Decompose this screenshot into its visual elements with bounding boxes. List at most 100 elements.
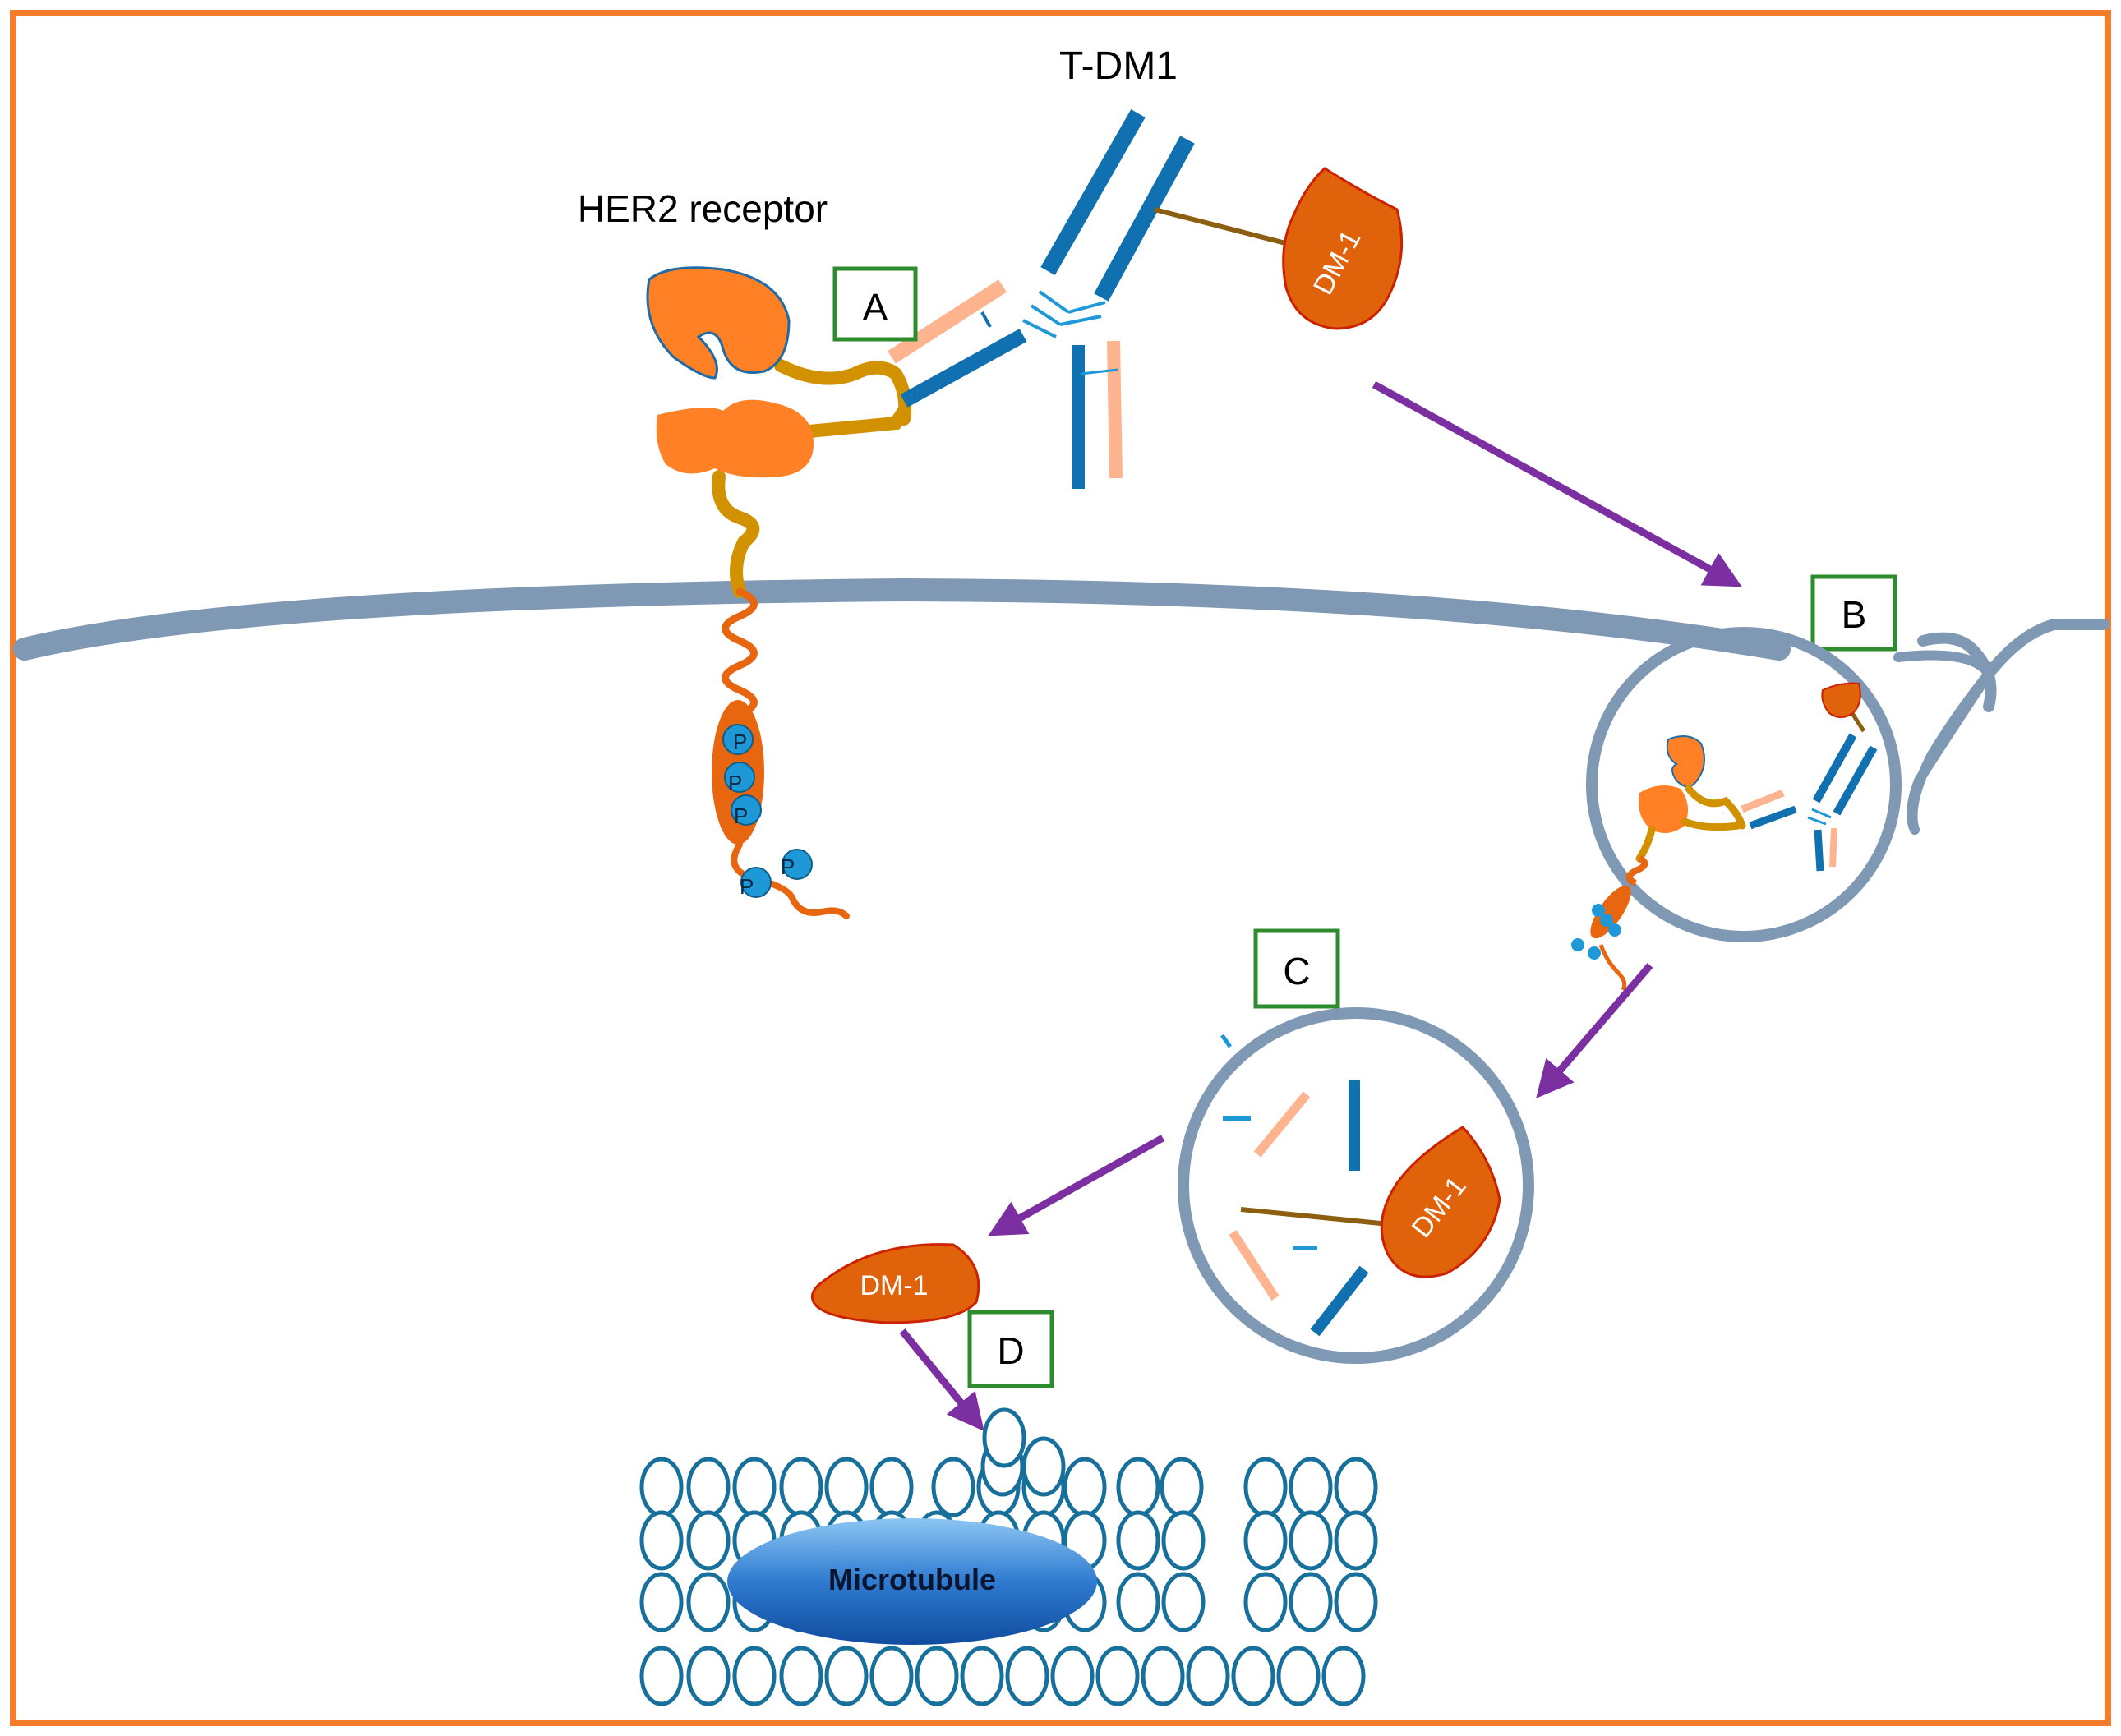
tubulin-dimer xyxy=(686,1457,731,1517)
tubulin-dimer xyxy=(1021,1436,1066,1497)
svg-text:P: P xyxy=(781,854,795,879)
tubulin-dimer xyxy=(1243,1510,1288,1571)
arrow-lysosome-to-release xyxy=(988,1135,1165,1236)
svg-text:C: C xyxy=(1283,950,1310,992)
receptor-domain xyxy=(646,266,791,380)
receptor-domain xyxy=(656,399,814,478)
antibody-light-chain xyxy=(1829,827,1837,868)
drug-linker xyxy=(1154,207,1293,247)
antibody-light-chain xyxy=(1741,789,1785,813)
tubulin-dimer xyxy=(1095,1646,1140,1706)
microtubule: Microtubule xyxy=(727,1518,1097,1645)
figure-frame xyxy=(10,10,2111,1726)
drug-linker xyxy=(1240,1207,1390,1227)
tubulin-dimer xyxy=(1161,1510,1206,1571)
dm1-payload xyxy=(1821,682,1861,718)
svg-text:D: D xyxy=(997,1329,1024,1372)
tubulin-dimer xyxy=(1231,1646,1275,1706)
phosphate-group: P xyxy=(722,724,754,755)
tubulin-dimer xyxy=(1289,1572,1333,1632)
tubulin-dimer xyxy=(1289,1457,1333,1517)
cell-membrane xyxy=(13,578,2109,835)
antibody-light-chain xyxy=(888,279,1007,364)
receptor-tail xyxy=(1598,944,1627,992)
tubulin-dimer xyxy=(1243,1457,1288,1517)
receptor-linker xyxy=(712,470,760,598)
tubulin-dimer xyxy=(1063,1457,1107,1517)
tubulin-dimer xyxy=(1116,1572,1160,1632)
arrow-endocytosis-to-lysosome xyxy=(1536,963,1653,1098)
tubulin-dimer xyxy=(915,1646,959,1706)
antibody-heavy-chain xyxy=(1814,829,1824,872)
t-dm1-label: T-DM1 xyxy=(1059,44,1178,88)
tubulin-dimer xyxy=(1005,1646,1049,1706)
tubulin-dimer xyxy=(1334,1510,1378,1571)
tubulin-dimer xyxy=(732,1457,777,1517)
antibody-hinge xyxy=(1022,290,1106,338)
tubulin-dimer xyxy=(1334,1572,1378,1632)
tubulin-dimer xyxy=(931,1457,975,1517)
svg-text:DM-1: DM-1 xyxy=(860,1270,928,1301)
dm1-payload: DM-1 xyxy=(1282,167,1404,330)
tubulin-dimer xyxy=(779,1457,823,1517)
step-d-label: D xyxy=(967,1310,1054,1388)
antibody-heavy-chain xyxy=(1094,136,1195,302)
tubulin-dimer xyxy=(1186,1646,1230,1706)
tubulin-dimer xyxy=(1334,1457,1378,1517)
phosphate-group: P xyxy=(731,794,762,828)
svg-text:P: P xyxy=(734,804,748,828)
tubulin-dimer xyxy=(982,1407,1026,1468)
svg-text:P: P xyxy=(740,874,754,899)
tubulin-dimer xyxy=(639,1457,684,1517)
antibody-heavy-chain xyxy=(900,329,1027,408)
t-dm1-conjugate: DM-1 xyxy=(888,109,1404,489)
tubulin-dimer xyxy=(869,1646,914,1706)
receptor-domain xyxy=(1666,735,1705,788)
tubulin-dimer xyxy=(686,1646,731,1706)
tubulin-dimer xyxy=(1116,1457,1160,1517)
tubulin-dimer xyxy=(779,1646,823,1706)
antibody-hinge xyxy=(980,311,992,328)
her2-receptor: P P P P P xyxy=(646,266,912,919)
tubulin-dimer xyxy=(732,1646,777,1706)
tubulin-dimer xyxy=(824,1457,869,1517)
tubulin-dimer xyxy=(1276,1646,1321,1706)
antibody-fragment xyxy=(1229,1230,1280,1301)
antibody-fragment xyxy=(1253,1091,1311,1158)
antibody-heavy-chain xyxy=(1812,733,1857,804)
tubulin-dimer xyxy=(639,1646,684,1706)
phosphate-group: P xyxy=(781,849,813,880)
antibody-heavy-chain xyxy=(1040,109,1146,275)
tubulin-dimer xyxy=(686,1572,731,1632)
tubulin-dimer xyxy=(686,1510,731,1571)
antibody-light-chain xyxy=(1107,340,1123,479)
step-b-label: B xyxy=(1810,574,1897,652)
svg-text:B: B xyxy=(1842,593,1867,636)
antibody-hinge xyxy=(1807,808,1832,826)
arrow-binding-to-endocytosis xyxy=(1372,381,1742,587)
receptor-linker xyxy=(774,359,912,426)
tubulin-dimer xyxy=(1050,1646,1095,1706)
tubulin-dimer xyxy=(639,1572,684,1632)
antibody-fragment xyxy=(1220,1034,1233,1048)
lysosome: DM-1 xyxy=(1178,1007,1534,1364)
tubulin-dimer xyxy=(960,1646,1004,1706)
tubulin-dimer xyxy=(1243,1572,1288,1632)
step-c-label: C xyxy=(1253,928,1340,1009)
svg-text:Microtubule: Microtubule xyxy=(828,1563,996,1596)
svg-text:P: P xyxy=(733,730,747,754)
receptor-domain xyxy=(1639,785,1688,833)
tubulin-dimer xyxy=(1321,1646,1366,1706)
receptor-kinase-domain xyxy=(1590,885,1631,939)
receptor-tail xyxy=(731,841,850,919)
receptor-linker xyxy=(803,404,911,438)
tubulin-dimer xyxy=(639,1510,684,1571)
antibody-hinge xyxy=(1080,368,1118,375)
antibody-heavy-chain xyxy=(1749,805,1797,830)
phosphate-group: P xyxy=(740,867,772,899)
tubulin-dimer xyxy=(1160,1457,1204,1517)
tubulin-dimer xyxy=(1116,1510,1160,1571)
tubulin-dimer xyxy=(1141,1646,1185,1706)
